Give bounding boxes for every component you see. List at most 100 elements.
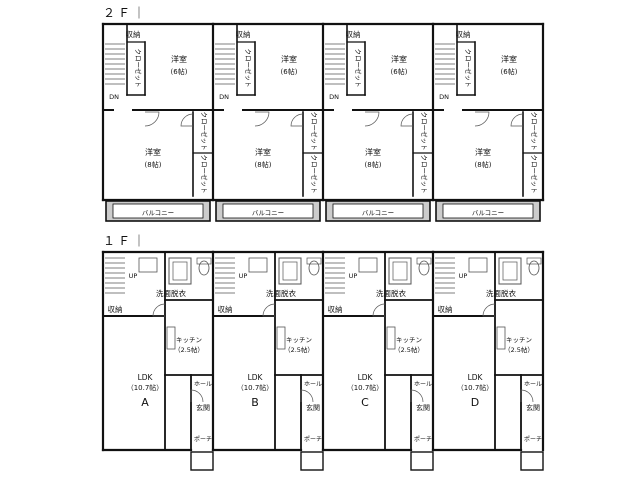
- f1-bath-inner: [172, 261, 188, 281]
- f2-storage-label: 収納: [236, 29, 251, 39]
- f1-washbasin: [468, 257, 488, 273]
- f1-up-label: UP: [349, 272, 358, 280]
- f1-kitchen-label: キッチン: [286, 336, 312, 344]
- f1-door-swing: [372, 303, 386, 317]
- f2-closet-label: クローゼット: [244, 49, 253, 88]
- f1-door-swing: [190, 389, 204, 403]
- f1-kitchen-size: （2.5帖）: [504, 345, 534, 354]
- f2-room-upper-label: 洋室: [391, 54, 407, 64]
- f2-room-lower-size: (8帖): [475, 160, 492, 169]
- f2-door-swing: [474, 111, 490, 127]
- f2-down-label: DN: [329, 93, 339, 101]
- f1-bath-inner: [282, 261, 298, 281]
- f1-storage-label: 収納: [328, 304, 343, 314]
- f1-door-swing: [300, 389, 314, 403]
- f2-balcony-inner: [222, 203, 314, 219]
- f1-porch: [190, 451, 214, 471]
- f1-storage-label: 収納: [438, 304, 453, 314]
- f1-kitchen-label: キッチン: [506, 336, 532, 344]
- f1-up-label: UP: [239, 272, 248, 280]
- f2-down-label: DN: [439, 93, 449, 101]
- f1-door-swing: [520, 389, 534, 403]
- f2-balcony-inner: [112, 203, 204, 219]
- f1-up-label: UP: [129, 272, 138, 280]
- f2-balcony-label: バルコニー: [362, 209, 394, 217]
- f2-closet-right-label: クローゼット: [420, 155, 429, 194]
- f1-bath: [168, 257, 192, 285]
- f1-ldk-label: LDK: [248, 373, 264, 382]
- f2-room-lower-size: (8帖): [145, 160, 162, 169]
- f1-ldk-label: LDK: [138, 373, 154, 382]
- f2-closet-right-label: クローゼット: [200, 155, 209, 194]
- f1-toilet-tank: [526, 257, 542, 265]
- f1-storage-label: 収納: [108, 304, 123, 314]
- f1-washbasin: [138, 257, 158, 273]
- f2-room-lower-label: 洋室: [145, 147, 161, 157]
- f1-toilet-tank: [196, 257, 212, 265]
- f2-room-upper-size: (6帖): [171, 67, 188, 76]
- f1-kitchen-size: （2.5帖）: [174, 345, 204, 354]
- f1-porch: [520, 451, 544, 471]
- f1-kitchen-label: キッチン: [176, 336, 202, 344]
- f1-washbasin: [248, 257, 268, 273]
- f2-closet-right-label: クローゼット: [420, 112, 429, 151]
- f1-hall-label: ホール: [304, 381, 322, 388]
- f2-room-lower-label: 洋室: [475, 147, 491, 157]
- f2-room-upper-size: (6帖): [281, 67, 298, 76]
- f2-door-swing: [254, 111, 270, 127]
- f2-room-upper-label: 洋室: [501, 54, 517, 64]
- unit-b-label: B: [251, 396, 259, 409]
- f1-door-swing: [482, 303, 496, 317]
- f1-ldk-label: LDK: [468, 373, 484, 382]
- unit-c-label: C: [361, 396, 369, 409]
- f1-toilet-tank: [306, 257, 322, 265]
- unit-a-label: A: [141, 396, 149, 409]
- f2-room-lower-label: 洋室: [255, 147, 271, 157]
- f1-washroom-label: 洗面脱衣: [266, 288, 296, 298]
- f2-room-upper-size: (6帖): [391, 67, 408, 76]
- f1-porch-label: ポーチ: [194, 435, 212, 443]
- f1-kitchen-size: （2.5帖）: [284, 345, 314, 354]
- f1-up-label: UP: [459, 272, 468, 280]
- f1-hall-label: ホール: [414, 381, 432, 388]
- floor-2-label: ２Ｆ｜: [103, 6, 149, 20]
- f2-room-lower-label: 洋室: [365, 147, 381, 157]
- f2-door-swing: [290, 113, 304, 127]
- f2-door-swing: [400, 113, 414, 127]
- f1-bath: [498, 257, 522, 285]
- f2-door-swing: [510, 113, 524, 127]
- f2-door-swing: [144, 111, 160, 127]
- f1-kitchen-counter: [496, 326, 506, 350]
- f1-door-swing: [262, 303, 276, 317]
- f1-washroom-label: 洗面脱衣: [376, 288, 406, 298]
- f1-washroom-label: 洗面脱衣: [156, 288, 186, 298]
- f1-toilet: [528, 260, 540, 276]
- f2-balcony-label: バルコニー: [142, 209, 174, 217]
- f1-hall-label: ホール: [194, 381, 212, 388]
- f2-door-swing: [180, 113, 194, 127]
- f1-bath: [388, 257, 412, 285]
- f1-toilet: [308, 260, 320, 276]
- f2-closet-right-label: クローゼット: [200, 112, 209, 151]
- f1-door-swing: [410, 389, 424, 403]
- f2-door-swing: [364, 111, 380, 127]
- f2-closet-label: クローゼット: [134, 49, 143, 88]
- f2-room-upper-label: 洋室: [281, 54, 297, 64]
- f2-storage-label: 収納: [456, 29, 471, 39]
- f1-kitchen-label: キッチン: [396, 336, 422, 344]
- f1-porch: [300, 451, 324, 471]
- f1-entrance-label: 玄関: [196, 403, 210, 412]
- f1-bath-inner: [502, 261, 518, 281]
- f1-kitchen-counter: [386, 326, 396, 350]
- f2-balcony-inner: [442, 203, 534, 219]
- f1-washbasin: [358, 257, 378, 273]
- f2-balcony-label: バルコニー: [252, 209, 284, 217]
- f2-down-label: DN: [109, 93, 119, 101]
- f1-porch-label: ポーチ: [414, 435, 432, 443]
- f2-closet-label: クローゼット: [464, 49, 473, 88]
- f1-ldk-size: （10.7帖）: [127, 383, 164, 392]
- f2-down-label: DN: [219, 93, 229, 101]
- floor-1-label: １Ｆ｜: [103, 234, 149, 248]
- f1-porch-label: ポーチ: [524, 435, 542, 443]
